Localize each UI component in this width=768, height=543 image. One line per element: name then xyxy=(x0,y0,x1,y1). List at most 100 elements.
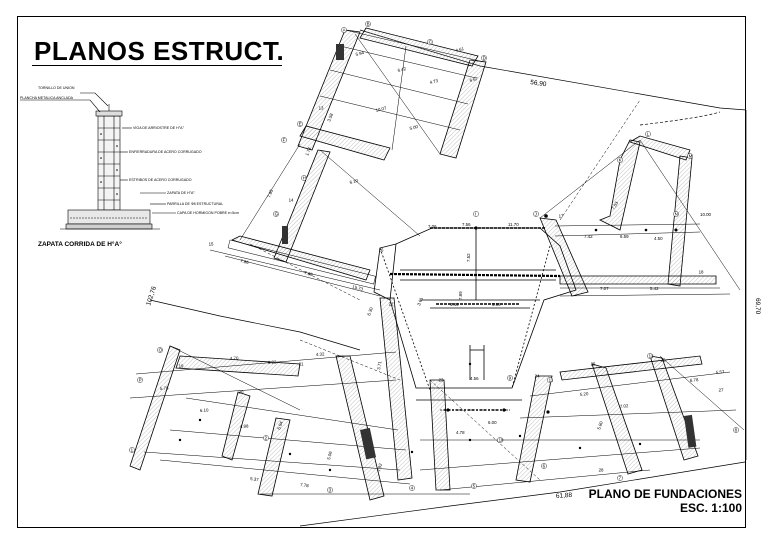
plan-dimension: 15.73 xyxy=(352,284,364,292)
plan-dimension: 4.61 xyxy=(455,46,465,53)
plan-title: PLANO DE FUNDACIONES xyxy=(588,487,742,501)
plan-dimension: 6.78 xyxy=(690,377,700,383)
plan-dimension: 4.88 xyxy=(240,423,249,429)
plan-dimension: 7.92 xyxy=(376,462,383,472)
grid-axis-label: 11 xyxy=(549,378,554,383)
grid-axis-label: 13 xyxy=(319,106,324,111)
plan-dimension: 10.07 xyxy=(375,105,387,113)
grid-axis-label: 5 xyxy=(473,484,476,489)
site-dim-east: 69,70 xyxy=(754,298,761,315)
grid-axis-label: M xyxy=(689,154,693,159)
grid-axis-label: 15 xyxy=(209,242,214,247)
detail-label-grid: PARRILLA DE Ф8 ESTRUCTURAL xyxy=(167,202,224,206)
grid-axis-label: 26 xyxy=(661,358,666,363)
grid-axis-label: 16 xyxy=(379,248,384,253)
plan-dimension: 6.22 xyxy=(268,359,277,365)
grid-axis-label: 8 xyxy=(735,428,738,433)
plan-dimension: 7.89 xyxy=(458,291,463,300)
detail-label-stirrups: ESTRIBOS DE ACERO CORRUGADO xyxy=(129,178,192,182)
grid-axis-label: F xyxy=(283,138,286,143)
grid-axis-label: H xyxy=(303,176,306,181)
grid-axis-label: 24 xyxy=(535,374,540,379)
grid-axis-label: D xyxy=(483,56,486,61)
plan-dimension: 1.78 xyxy=(304,146,312,156)
plan-dimension: 5.20 xyxy=(580,391,590,397)
grid-axis-label: A xyxy=(343,28,346,33)
plan-dimension: 7.52 xyxy=(466,253,471,262)
grid-axis-label: K xyxy=(619,158,622,163)
plan-dimension: 6.10 xyxy=(200,407,209,413)
grid-axis-label: 12 xyxy=(649,354,654,359)
plan-dimension: 4.44 xyxy=(450,302,459,307)
grid-axis-label: 7 xyxy=(619,476,622,481)
plan-dimension: 7.38 xyxy=(304,270,314,277)
plan-dimension: 6.94 xyxy=(276,420,284,430)
grid-axis-label: 18 xyxy=(699,270,704,275)
detail-label-lean-concrete: CAPA DE HORMIGON POBRE e=5cm xyxy=(177,211,239,215)
plan-dimension: 5.76 xyxy=(160,385,169,391)
plan-title-block: PLANO DE FUNDACIONES ESC. 1:100 xyxy=(589,487,742,515)
plan-scale: ESC. 1:100 xyxy=(679,501,742,515)
plan-dimension: 6.30 xyxy=(366,306,374,316)
plan-dimension: 11.70 xyxy=(508,222,519,227)
plan-dimension: 7.02 xyxy=(620,403,630,409)
plan-dimension: 7.78 xyxy=(300,482,310,488)
grid-axis-label: 6 xyxy=(543,464,546,469)
plan-dimension: 7.07 xyxy=(600,286,609,291)
grid-axis-label: 14 xyxy=(289,198,294,203)
grid-axis-label: 22 xyxy=(389,302,394,307)
plan-dimension: 7.86 xyxy=(240,258,250,265)
grid-axis-label: O xyxy=(159,348,163,353)
grid-axis-label: G xyxy=(275,212,279,217)
grid-axis-label: J xyxy=(535,212,537,217)
plan-dimension: 7.85 xyxy=(266,188,274,198)
sheet-title: PLANOS ESTRUCT. xyxy=(34,36,285,66)
plan-dimension: 3.71 xyxy=(376,360,383,370)
plan-dimension: 5.94 xyxy=(355,50,365,57)
grid-axis-label: N xyxy=(675,212,678,217)
grid-axis-label: 23 xyxy=(439,378,444,383)
grid-axis-label: B xyxy=(367,22,370,27)
detail-label-plate: PLANCHA METALICA ANCLADA xyxy=(20,96,74,100)
plan-dimension: 4.50 xyxy=(654,236,663,241)
grid-axis-label: P xyxy=(139,378,142,383)
plan-dimension: 5.80 xyxy=(596,420,604,430)
plan-dimension-labels: 5.946.424.734.616.673.5810.075.006.101.7… xyxy=(131,22,738,493)
plan-dimension: 3.58 xyxy=(326,112,334,122)
plan-dimension: 7.03 xyxy=(611,200,620,210)
grid-axis-label: I xyxy=(475,212,476,217)
grid-axis-label: 1 xyxy=(131,448,134,453)
plan-dimension: 7.56 xyxy=(462,222,471,227)
grid-axis-label: E xyxy=(299,122,302,127)
detail-label-rebar: ENFIERRADURA DE ACERO CORRUGADO xyxy=(129,150,202,154)
site-dim-south: 61,88 xyxy=(556,492,573,500)
plan-dimension: 5.06 xyxy=(326,450,333,460)
plan-dimension: 5.57 xyxy=(716,369,726,375)
plan-dimension: 3.61 xyxy=(416,296,424,306)
grid-axis-label: 17 xyxy=(559,214,564,219)
grid-axis-label: 2 xyxy=(265,436,268,441)
plan-dimension: 4.32 xyxy=(316,351,325,357)
detail-label-footing: ZAPATA DE H°A° xyxy=(167,191,195,195)
grid-axis-label: 28 xyxy=(599,468,604,473)
plan-dimension: 6.67 xyxy=(469,76,479,83)
plan-dimension: 4.78 xyxy=(456,430,465,435)
grid-axis-label: L xyxy=(647,132,650,137)
plan-dimension: 6.00 xyxy=(488,420,497,425)
plan-dimension: 7.42 xyxy=(584,234,593,239)
site-dim-west: 102,76 xyxy=(145,285,158,306)
plan-dimension: 7.06 xyxy=(428,224,437,229)
grid-axis-label: 21 xyxy=(299,362,304,367)
plan-dimension: 4.70 xyxy=(230,355,239,361)
grid-axis-label: 9 xyxy=(509,376,512,381)
plan-dimension: 5.00 xyxy=(409,124,419,131)
detail-title: ZAPATA CORRIDA DE H°A° xyxy=(38,241,122,248)
grid-axis-label: 10 xyxy=(499,438,504,443)
plan-dimension: 6.59 xyxy=(620,234,629,239)
grid-axis-label: 27 xyxy=(719,388,724,393)
plan-dimension: 4.56 xyxy=(470,376,479,381)
plan-dimension: 10.00 xyxy=(700,212,712,217)
